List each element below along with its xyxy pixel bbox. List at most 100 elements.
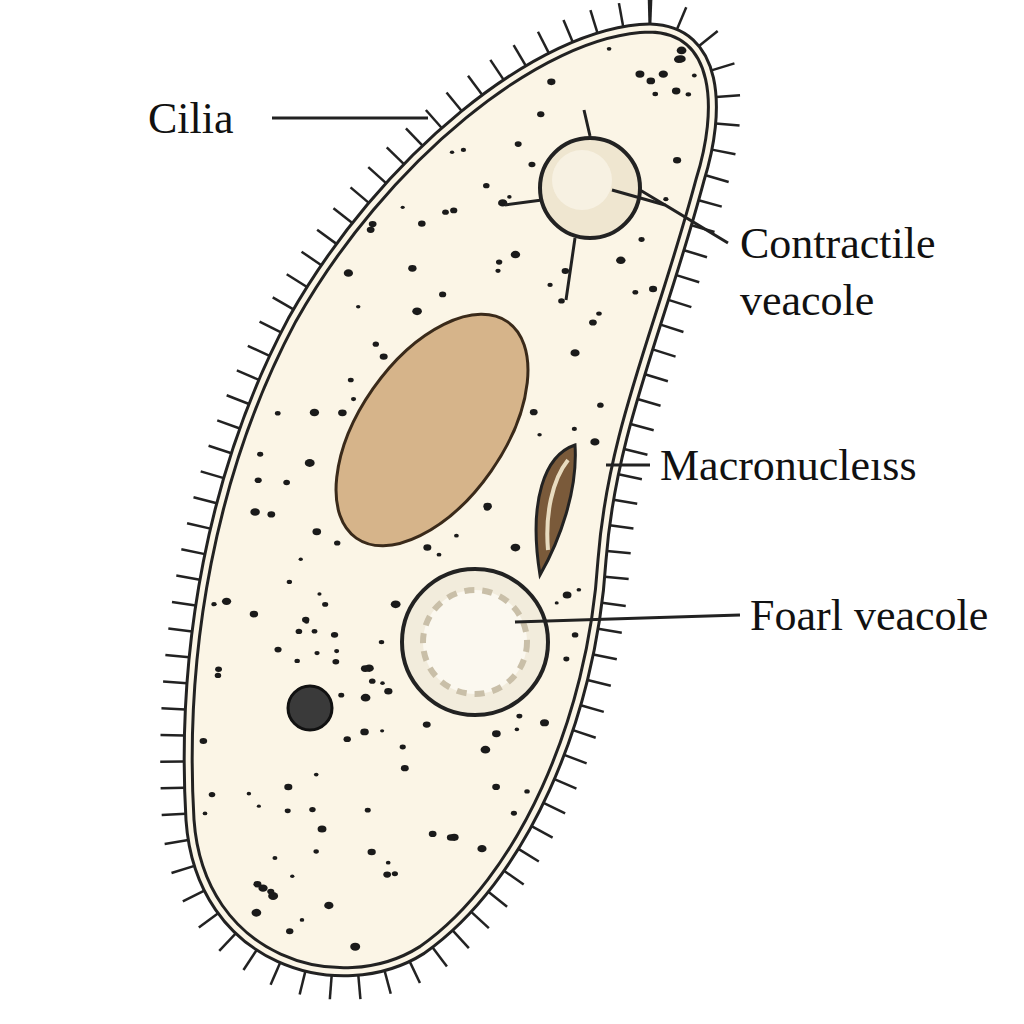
granule [401,206,405,209]
cilium [358,975,360,999]
granule [572,632,579,637]
cilium [385,971,391,994]
granule [686,92,691,96]
granule [250,508,260,516]
part-label: Macronucleıss [660,437,1016,494]
granule [310,409,319,416]
granule [296,629,303,634]
cilium [544,803,566,813]
cilium [588,680,611,686]
granule [511,251,520,259]
granule [673,157,681,164]
granule [496,260,502,265]
cilium [712,63,735,70]
granule [386,861,391,865]
cilium [330,975,332,999]
cilium [300,971,306,994]
granule [294,659,299,663]
cilium [619,3,623,27]
cilium [488,892,507,907]
cilium [614,500,638,504]
granule [647,77,656,84]
granule [392,871,398,876]
cilium [593,654,617,659]
granule [492,784,500,790]
cilium [645,374,668,381]
granule [537,111,544,117]
cilium [712,150,736,155]
cilium [684,250,707,257]
cilium [271,963,281,985]
granule [309,807,315,812]
granule [312,629,318,634]
granule [360,728,369,735]
granule [356,305,360,309]
granule [516,714,522,719]
granule [692,74,697,78]
granule [528,162,535,168]
cilium [624,449,647,455]
granule [369,221,377,227]
granule [547,79,555,86]
cilium [554,779,576,788]
granule [215,666,222,671]
cilium [406,128,423,145]
granule [290,875,294,878]
cilium [317,230,336,244]
granule [373,342,379,347]
granule [663,197,668,201]
cilium [287,274,307,287]
cilium [638,399,661,406]
cilium [471,912,489,928]
granule [439,292,446,298]
cilium [426,110,442,128]
leader-line [515,615,740,622]
cilium [618,474,641,479]
cilium [538,32,549,53]
cilium [716,123,740,125]
granule [247,792,251,796]
granule [524,789,529,793]
granule [638,237,644,242]
granule [607,47,612,51]
granule [450,150,454,154]
granule [283,480,290,485]
cilium [605,577,629,579]
granule [334,540,340,545]
pellicle-inner [188,28,712,972]
granule [540,719,549,726]
cilium [248,346,270,356]
granule [253,881,261,887]
granule [322,602,328,607]
granule [659,70,668,77]
granule [344,736,351,742]
granule [380,729,384,732]
granule [577,588,582,592]
cilium [699,200,722,206]
granule [635,70,644,77]
cell-body [188,28,712,972]
granule [537,433,541,437]
granule [495,269,500,273]
cilium [160,760,184,763]
cilium [351,187,369,202]
granule [317,592,321,595]
cilium [716,95,740,97]
micronucleus [288,686,332,730]
granule [380,353,388,359]
cilium [219,933,236,950]
granule [257,452,263,457]
cilium [453,930,469,948]
cilium [468,76,482,95]
cilium [432,947,447,966]
granule [267,511,275,517]
granule [401,765,409,771]
granule [331,632,338,638]
granule [530,409,538,415]
granule [365,808,371,813]
cilium [602,603,626,606]
granule [344,269,353,276]
leader-line [612,190,728,243]
cilium [677,7,686,29]
